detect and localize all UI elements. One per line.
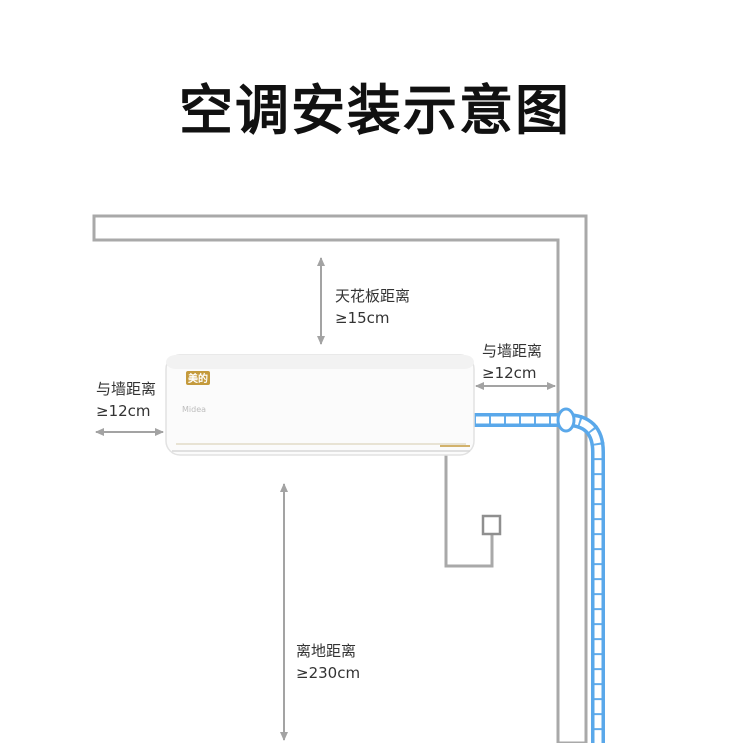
left-wall-distance-name: 与墙距离 — [96, 380, 157, 398]
power-socket — [481, 514, 502, 536]
floor-distance-label: 离地距离 ≥230cm — [296, 640, 360, 684]
right-wall-distance-label: 与墙距离 ≥12cm — [482, 340, 542, 384]
ceiling-distance-label: 天花板距离 ≥15cm — [335, 285, 410, 329]
ceiling-distance-name: 天花板距离 — [335, 287, 411, 305]
power-cable — [444, 452, 494, 568]
brand-name: Midea — [182, 405, 206, 414]
floor-distance-name: 离地距离 — [296, 642, 357, 660]
left-wall-distance-value: ≥12cm — [96, 402, 151, 420]
left-wall-distance-label: 与墙距离 ≥12cm — [96, 378, 156, 422]
page-title: 空调安装示意图 — [179, 79, 571, 142]
floor-distance-value: ≥230cm — [296, 664, 361, 682]
refrigerant-pipe — [474, 407, 605, 743]
ceiling-distance-value: ≥15cm — [335, 309, 390, 327]
right-wall-distance-name: 与墙距离 — [482, 342, 543, 360]
brand-logo: 美的 — [188, 372, 208, 385]
right-wall-distance-value: ≥12cm — [482, 364, 537, 382]
indoor-ac-unit: 美的 Midea — [165, 354, 475, 456]
